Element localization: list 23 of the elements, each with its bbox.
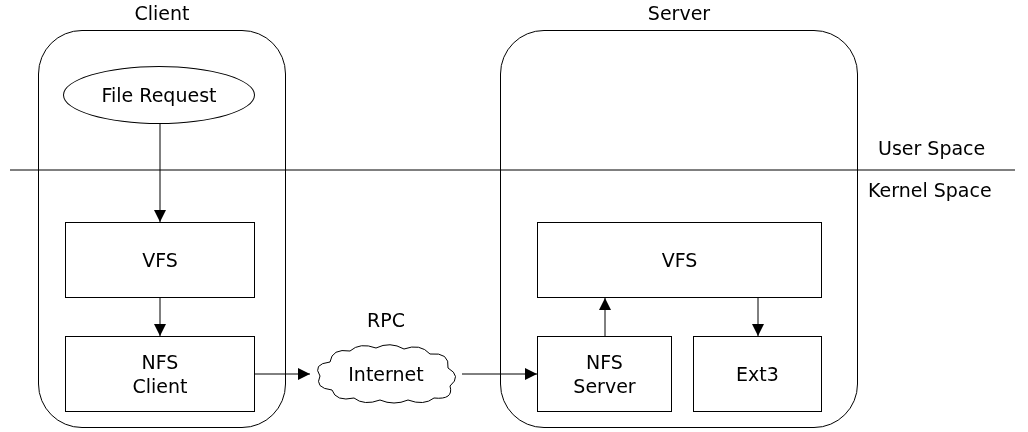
arrow <box>461 368 538 380</box>
arrow <box>254 368 311 380</box>
arrow <box>599 297 611 337</box>
region-label: Kernel Space <box>868 178 992 202</box>
process-box <box>537 336 672 412</box>
node-text: Ext3 <box>736 362 779 386</box>
node-text: Internet <box>348 362 424 386</box>
node-text: VFS <box>661 248 698 272</box>
process-box <box>537 222 822 298</box>
arrow <box>154 297 166 337</box>
process-box <box>65 222 255 298</box>
region-label: User Space <box>878 136 986 160</box>
process-box <box>693 336 822 412</box>
arrow <box>154 123 166 223</box>
node-caption: RPC <box>366 308 406 332</box>
arrow <box>752 297 764 337</box>
node-text: NFS Client <box>131 350 189 398</box>
group-title: Server <box>646 1 712 25</box>
process-box <box>65 336 255 412</box>
node-text: NFS Server <box>572 350 637 398</box>
node-text: File Request <box>101 83 217 107</box>
node-text: VFS <box>142 248 178 272</box>
group-title: Client <box>133 1 191 25</box>
